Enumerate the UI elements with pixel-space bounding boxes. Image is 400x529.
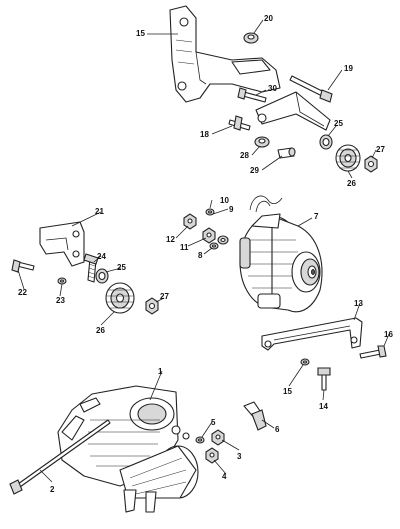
washer-23 (57, 277, 67, 285)
bolt-16 (359, 345, 387, 359)
callout-22: 22 (18, 288, 27, 297)
washer-15 (300, 358, 310, 366)
bushing-25-top (319, 134, 333, 150)
strap-bracket-13 (261, 317, 363, 351)
nut-11 (202, 227, 216, 244)
callout-11: 11 (180, 243, 189, 252)
callout-5: 5 (211, 418, 216, 427)
callout-labels: 15 20 19 30 18 25 28 29 27 26 21 10 9 7 … (18, 14, 393, 494)
bolt-30 (237, 87, 267, 103)
callout-10: 10 (220, 196, 229, 205)
callout-4: 4 (222, 472, 227, 481)
callout-18: 18 (200, 130, 209, 139)
washer-5 (195, 436, 205, 444)
callout-19: 19 (344, 64, 353, 73)
bushing-25-mid (95, 268, 109, 284)
callout-7: 7 (314, 212, 319, 221)
starter-motor-1 (57, 385, 199, 513)
callout-6: 6 (275, 425, 280, 434)
stud-18 (228, 115, 251, 131)
nut-3 (211, 429, 225, 446)
callout-12: 12 (166, 235, 175, 244)
nut-29 (277, 147, 296, 159)
washer-10 (205, 208, 215, 216)
callout-29: 29 (250, 166, 259, 175)
alternator-pulley (291, 251, 321, 293)
callout-17: 15 (136, 29, 145, 38)
callout-21: 21 (95, 207, 104, 216)
callout-30: 30 (268, 84, 277, 93)
pulley-26-mid (105, 282, 135, 314)
callout-8: 8 (198, 251, 203, 260)
bolt-14 (317, 367, 331, 391)
mounting-bracket-17 (169, 5, 281, 103)
callout-14: 14 (319, 402, 328, 411)
callout-16: 16 (384, 330, 393, 339)
callout-20: 20 (264, 14, 273, 23)
adjusting-arm (255, 91, 331, 131)
callout-23: 23 (56, 296, 65, 305)
washer-9 (209, 242, 219, 250)
alternator-7 (239, 195, 323, 313)
long-bolt-19 (289, 75, 333, 103)
callout-26-mid: 26 (96, 326, 105, 335)
callout-2: 2 (50, 485, 55, 494)
nut-20 (243, 32, 259, 44)
washer-8 (217, 235, 229, 245)
nut-12 (183, 213, 197, 230)
bolt-2 (9, 419, 111, 495)
callout-25-mid: 25 (117, 263, 126, 272)
nut-27-mid (145, 297, 159, 315)
nut-27-top (364, 155, 378, 173)
nut-4 (205, 447, 219, 464)
callout-1: 1 (158, 367, 163, 376)
leader-lines (17, 19, 390, 483)
callout-27-mid: 27 (160, 292, 169, 301)
callout-25-top: 25 (334, 119, 343, 128)
spacer-28 (254, 136, 270, 148)
callout-26-top: 26 (347, 179, 356, 188)
callout-24: 24 (97, 252, 106, 261)
bolt-22 (11, 259, 35, 273)
bracket-21 (39, 221, 85, 267)
terminal-boot-6 (243, 401, 267, 431)
callout-27-top: 27 (376, 145, 385, 154)
pulley-26-top (335, 144, 361, 172)
callout-13: 13 (354, 299, 363, 308)
callout-15: 15 (283, 387, 292, 396)
callout-28: 28 (240, 151, 249, 160)
callout-9: 9 (229, 205, 234, 214)
callout-3: 3 (237, 452, 242, 461)
